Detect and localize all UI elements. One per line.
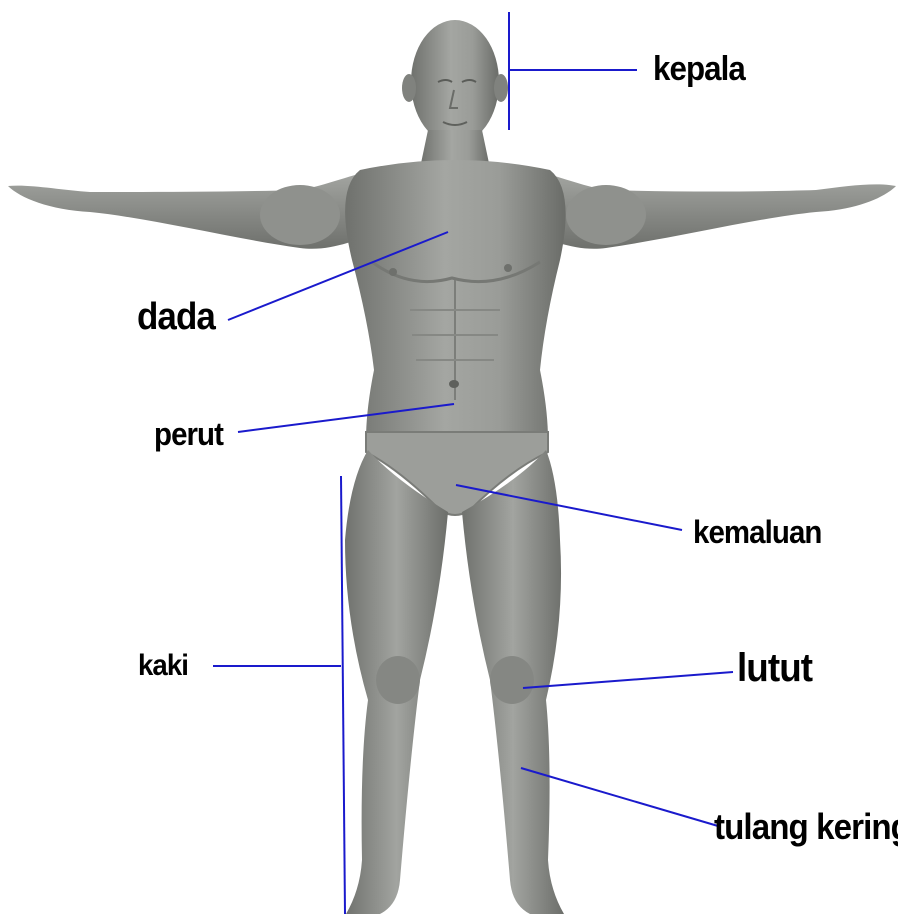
label-kepala: kepala <box>653 50 745 89</box>
lutut-leader <box>523 672 733 688</box>
torso <box>345 160 566 440</box>
label-perut: perut <box>154 416 223 453</box>
tulang-kering-leader <box>521 768 718 826</box>
head <box>402 20 508 168</box>
legs <box>345 450 564 914</box>
label-dada: dada <box>137 296 215 339</box>
label-lutut: lutut <box>737 646 812 691</box>
label-tulang-kering: tulang kering <box>714 806 898 848</box>
label-kaki: kaki <box>138 649 188 683</box>
label-kemaluan: kemaluan <box>693 514 821 551</box>
kaki-bracket <box>341 476 345 914</box>
